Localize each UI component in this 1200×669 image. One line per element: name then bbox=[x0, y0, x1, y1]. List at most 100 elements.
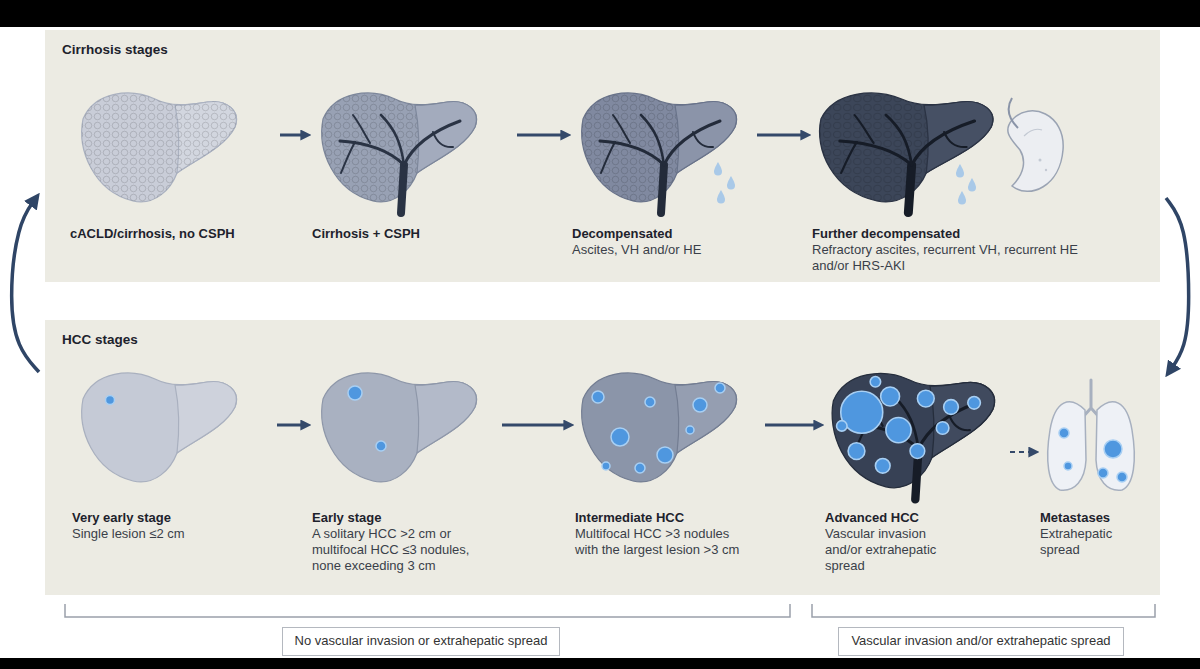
liver-illustration bbox=[675, 102, 736, 173]
ascites-drops bbox=[714, 162, 722, 176]
liver-illustration bbox=[82, 93, 237, 202]
stage-band: HCC stagesVery early stageSingle lesion … bbox=[45, 320, 1160, 595]
liver-illustration bbox=[322, 93, 477, 213]
tumor-nodules bbox=[348, 386, 386, 451]
stage-panel: Cirrhosis + CSPH bbox=[312, 80, 512, 242]
liver-illustration bbox=[82, 93, 237, 202]
kidney-illustration bbox=[1008, 98, 1063, 191]
stage-description: Multifocal HCC >3 nodules with the large… bbox=[575, 526, 750, 558]
lung-illustration bbox=[1048, 402, 1086, 490]
tumor-nodules bbox=[602, 462, 610, 470]
liver-illustration bbox=[175, 102, 236, 173]
band-title: Cirrhosis stages bbox=[62, 42, 1143, 58]
stage-arrow bbox=[502, 424, 570, 427]
liver-illustration bbox=[582, 93, 737, 213]
band-title: HCC stages bbox=[62, 332, 1143, 348]
stage-title: Further decompensated bbox=[812, 226, 1112, 242]
liver-illustration bbox=[848, 443, 865, 460]
stage-panel: Advanced HCCVascular invasion and/or ext… bbox=[825, 360, 1005, 574]
liver-illustration bbox=[175, 382, 236, 453]
tumor-nodules bbox=[635, 463, 645, 473]
stage-title: Decompensated bbox=[572, 226, 752, 242]
band-ground bbox=[45, 30, 1160, 282]
lung-illustration bbox=[1059, 428, 1127, 482]
liver-illustration bbox=[600, 115, 720, 213]
stage-panel: Intermediate HCCMultifocal HCC >3 nodule… bbox=[575, 360, 760, 558]
liver-illustration bbox=[886, 418, 911, 443]
lung-illustration bbox=[1104, 440, 1122, 458]
liver-illustration bbox=[837, 377, 981, 474]
stage-description: Vascular invasion and/or extrahepatic sp… bbox=[825, 526, 955, 574]
tumor-nodules bbox=[686, 426, 694, 434]
liver-illustration bbox=[930, 382, 994, 457]
liver-illustration bbox=[917, 390, 934, 407]
ascites-drops bbox=[727, 176, 735, 190]
lung-illustration bbox=[1096, 402, 1134, 490]
kidney-illustration bbox=[1008, 111, 1063, 192]
stage-description: Refractory ascites, recurrent VH, recurr… bbox=[812, 242, 1102, 274]
liver-illustration bbox=[837, 421, 848, 432]
frame-bar bbox=[0, 0, 1200, 27]
stage-description: A solitary HCC >2 cm or multifocal HCC ≤… bbox=[312, 526, 490, 574]
ascites-drops bbox=[717, 190, 725, 204]
stage-arrow bbox=[757, 134, 807, 137]
bracket-label: No vascular invasion or extrahepatic spr… bbox=[295, 633, 548, 650]
bracket-label-box: No vascular invasion or extrahepatic spr… bbox=[282, 627, 561, 656]
stage-arrow bbox=[280, 134, 307, 137]
liver-illustration bbox=[968, 397, 981, 410]
tumor-nodules bbox=[611, 428, 629, 446]
liver-illustration bbox=[175, 102, 236, 173]
stage-arrow bbox=[277, 424, 307, 427]
metastasis-arrow bbox=[1010, 451, 1035, 453]
liver-illustration bbox=[875, 458, 890, 473]
tumor-nodules bbox=[376, 441, 386, 451]
liver-illustration bbox=[322, 373, 477, 482]
stage-panel: Very early stageSingle lesion ≤2 cm bbox=[72, 360, 272, 542]
liver-illustration bbox=[82, 373, 237, 482]
tumor-nodules bbox=[106, 396, 115, 405]
ascites-drops bbox=[956, 164, 976, 205]
kidney-illustration bbox=[1009, 98, 1018, 128]
liver-illustration bbox=[415, 102, 476, 173]
kidney-illustration bbox=[1039, 159, 1042, 162]
stage-arrow bbox=[517, 134, 567, 137]
liver-illustration bbox=[870, 377, 881, 388]
stage-title: cACLD/cirrhosis, no CSPH bbox=[70, 226, 275, 242]
liver-illustration bbox=[924, 102, 993, 173]
lung-illustration bbox=[1117, 472, 1127, 482]
stage-arrow bbox=[765, 424, 820, 427]
stage-panel: Early stageA solitary HCC >2 cm or multi… bbox=[312, 360, 497, 574]
tumor-nodules bbox=[715, 383, 725, 393]
lung-illustration bbox=[1098, 468, 1108, 478]
bracket-label-box: Vascular invasion and/or extrahepatic sp… bbox=[838, 627, 1123, 656]
stage-panel: DecompensatedAscites, VH and/or HE bbox=[572, 80, 752, 258]
liver-illustration bbox=[340, 115, 460, 213]
liver-illustration bbox=[582, 373, 737, 482]
tumor-nodules bbox=[657, 447, 673, 463]
liver-illustration bbox=[82, 93, 237, 202]
ascites-drops bbox=[968, 178, 976, 192]
ascites-drops bbox=[956, 164, 964, 178]
tumor-nodules bbox=[592, 391, 604, 403]
tumor-nodules bbox=[645, 397, 655, 407]
liver-illustration bbox=[582, 373, 737, 482]
ascites-drops bbox=[958, 191, 966, 205]
ascites-drops bbox=[714, 162, 735, 204]
stage-band: Cirrhosis stages cACLD/cirrhosis, no CSPH… bbox=[45, 30, 1160, 282]
stage-description: Ascites, VH and/or HE bbox=[572, 242, 752, 258]
cycle-arrow bbox=[1166, 198, 1189, 372]
liver-illustration bbox=[820, 93, 993, 213]
liver-illustration bbox=[881, 387, 900, 406]
stage-title: Metastases bbox=[1040, 510, 1145, 526]
tumor-nodules bbox=[592, 383, 725, 473]
liver-illustration bbox=[82, 373, 237, 482]
liver-illustration bbox=[675, 382, 736, 453]
tumor-nodules bbox=[106, 396, 115, 405]
tumor-nodules bbox=[693, 398, 707, 412]
connector-layer bbox=[12, 135, 1189, 452]
liver-illustration bbox=[415, 382, 476, 453]
cycle-arrow bbox=[12, 198, 39, 372]
frame-bar bbox=[0, 658, 1200, 669]
stage-panel: Further decompensatedRefractory ascites,… bbox=[812, 80, 1112, 274]
